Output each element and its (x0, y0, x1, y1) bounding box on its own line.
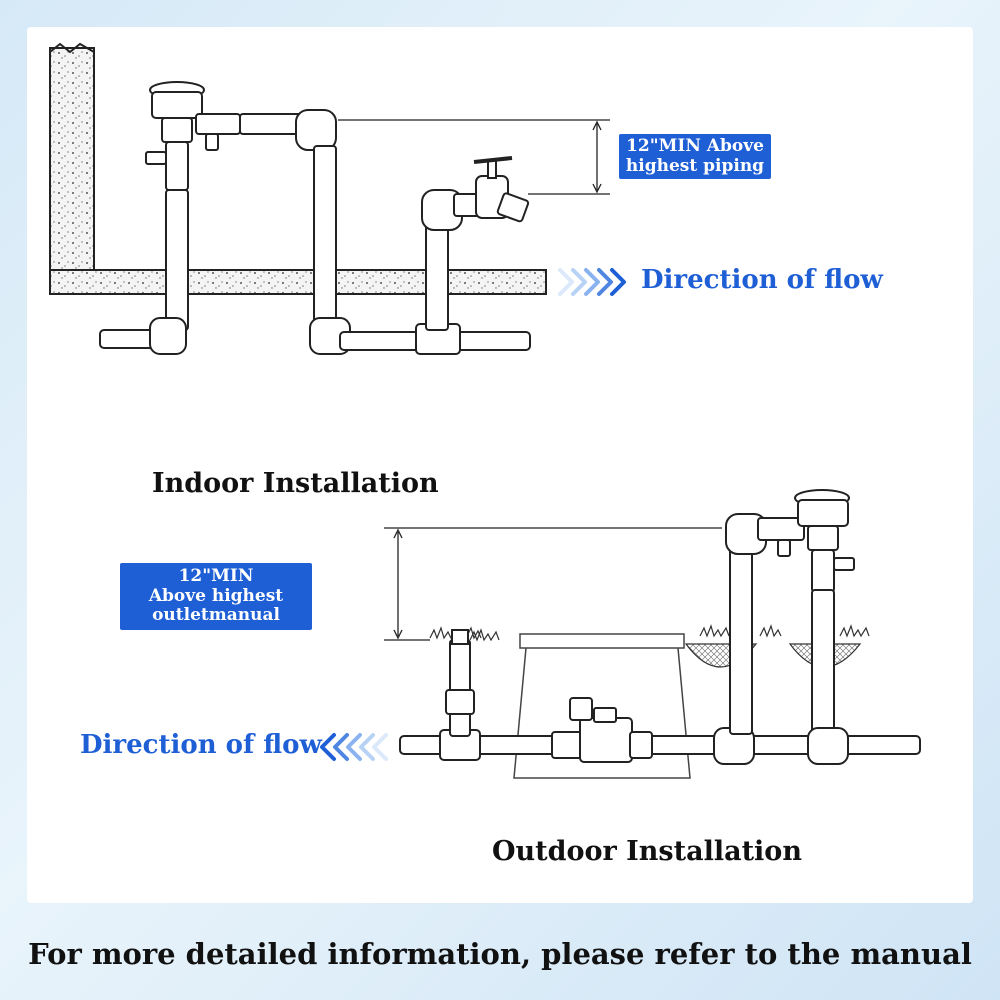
faucet-icon (473, 156, 530, 223)
dimension-lines-outdoor (384, 527, 722, 641)
dimension-lines-indoor (338, 119, 610, 195)
outdoor-diagram (384, 489, 921, 779)
outdoor-installation-title: Outdoor Installation (492, 836, 802, 867)
clearance-callout-indoor: 12"MIN Above highest piping (619, 134, 771, 180)
valve-box (513, 633, 691, 779)
wall (49, 47, 95, 293)
footer-note: For more detailed information, please re… (28, 937, 972, 971)
solenoid-valve-icon (551, 697, 653, 763)
chevron-left-icon (320, 733, 388, 761)
floor-slab (49, 269, 547, 295)
callout-outdoor-line2: Above highest (148, 585, 284, 606)
callout-indoor-line2: highest piping (625, 155, 765, 176)
flow-direction-label-outdoor: Direction of flow (80, 730, 322, 760)
clearance-callout-outdoor: 12"MIN Above highest outletmanual (120, 563, 312, 630)
indoor-installation-title: Indoor Installation (152, 468, 439, 499)
flow-direction-label-indoor: Direction of flow (641, 265, 883, 295)
backflow-preventer-icon (777, 489, 855, 593)
callout-indoor-line1: 12"MIN Above (626, 136, 764, 156)
indoor-diagram (49, 42, 610, 355)
chevron-right-icon (558, 268, 626, 296)
backflow-preventer-icon (145, 81, 241, 191)
callout-outdoor-line1: 12"MIN (178, 566, 254, 586)
callout-outdoor-line3: outletmanual (152, 605, 280, 626)
